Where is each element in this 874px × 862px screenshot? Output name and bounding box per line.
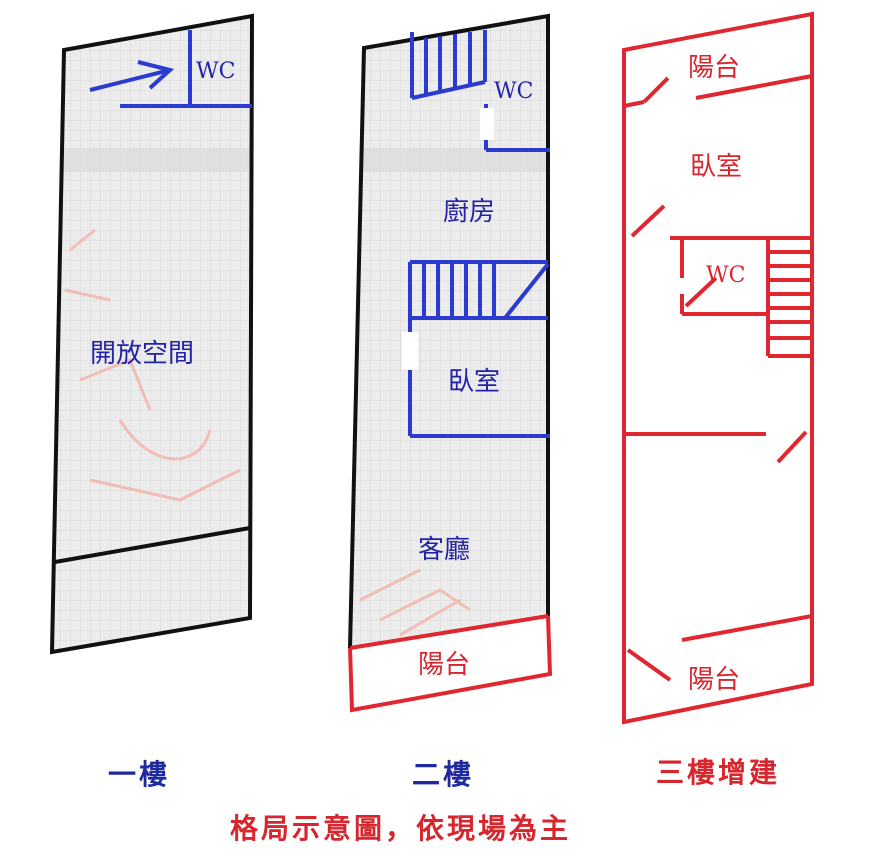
floor2-ghost-mark [359, 568, 471, 637]
floor1-plan: WC 開放空間 [49, 13, 255, 655]
floor3-bottom-balcony-wall [681, 614, 813, 642]
floor2-living-room-label: 客廳 [418, 535, 470, 565]
floor2-balcony-label: 陽台 [418, 650, 470, 680]
floor2-scan-background [350, 16, 548, 648]
floor3-top-balcony-door-swing [642, 76, 670, 104]
floor3-top-balcony-wall-right [695, 74, 813, 100]
floor2-staircase-top [410, 30, 487, 100]
floor1-open-space-label: 開放空間 [90, 339, 194, 369]
floor3-top-balcony-wall-left [623, 100, 645, 108]
floor2-balcony-divider [349, 614, 549, 650]
floor2-balcony-wall [348, 615, 553, 713]
floor2-staircase-middle [408, 260, 550, 320]
floor1-parking-divider [54, 526, 251, 564]
floor3-bottom-balcony-door-swing [626, 648, 672, 682]
floor3-top-balcony-label: 陽台 [688, 53, 740, 83]
floor2-wc-label: WC [494, 79, 533, 104]
floor1-caption: 一樓 [108, 758, 170, 791]
floor2-bedroom-label: 臥室 [448, 367, 500, 397]
floor3-caption: 三樓增建 [656, 756, 780, 789]
floor1-stair-arrow [89, 60, 175, 92]
floor2-wc-door-gap [480, 108, 494, 140]
floor2-kitchen-label: 廚房 [443, 197, 495, 227]
floor3-bedroom-label: 臥室 [690, 152, 742, 182]
floor3-plan: 陽台 臥室 WC 陽台 [622, 11, 814, 725]
floor1-ghost-mark [64, 228, 241, 502]
floor3-middle-door-swing [776, 430, 808, 464]
floor1-outer-wall [49, 13, 255, 655]
floor3-outer-wall [622, 11, 814, 725]
floor2-caption: 二樓 [412, 758, 474, 791]
footer-note: 格局示意圖，依現場為主 [230, 812, 571, 845]
floor1-blur-band [62, 148, 252, 172]
floor3-wc-label: WC [706, 263, 745, 288]
floor3-bottom-balcony-label: 陽台 [688, 665, 740, 695]
floor3-staircase [768, 250, 812, 358]
floor2-bedroom-door-gap [402, 332, 418, 370]
floor2-plan: WC 廚房 臥室 客廳 陽台 [348, 13, 553, 713]
floor3-bedroom-door-swing [630, 204, 666, 238]
floor1-wc-label: WC [196, 59, 235, 84]
floor3-wc-door-swing [684, 276, 718, 308]
floor1-scan-background [52, 16, 252, 652]
